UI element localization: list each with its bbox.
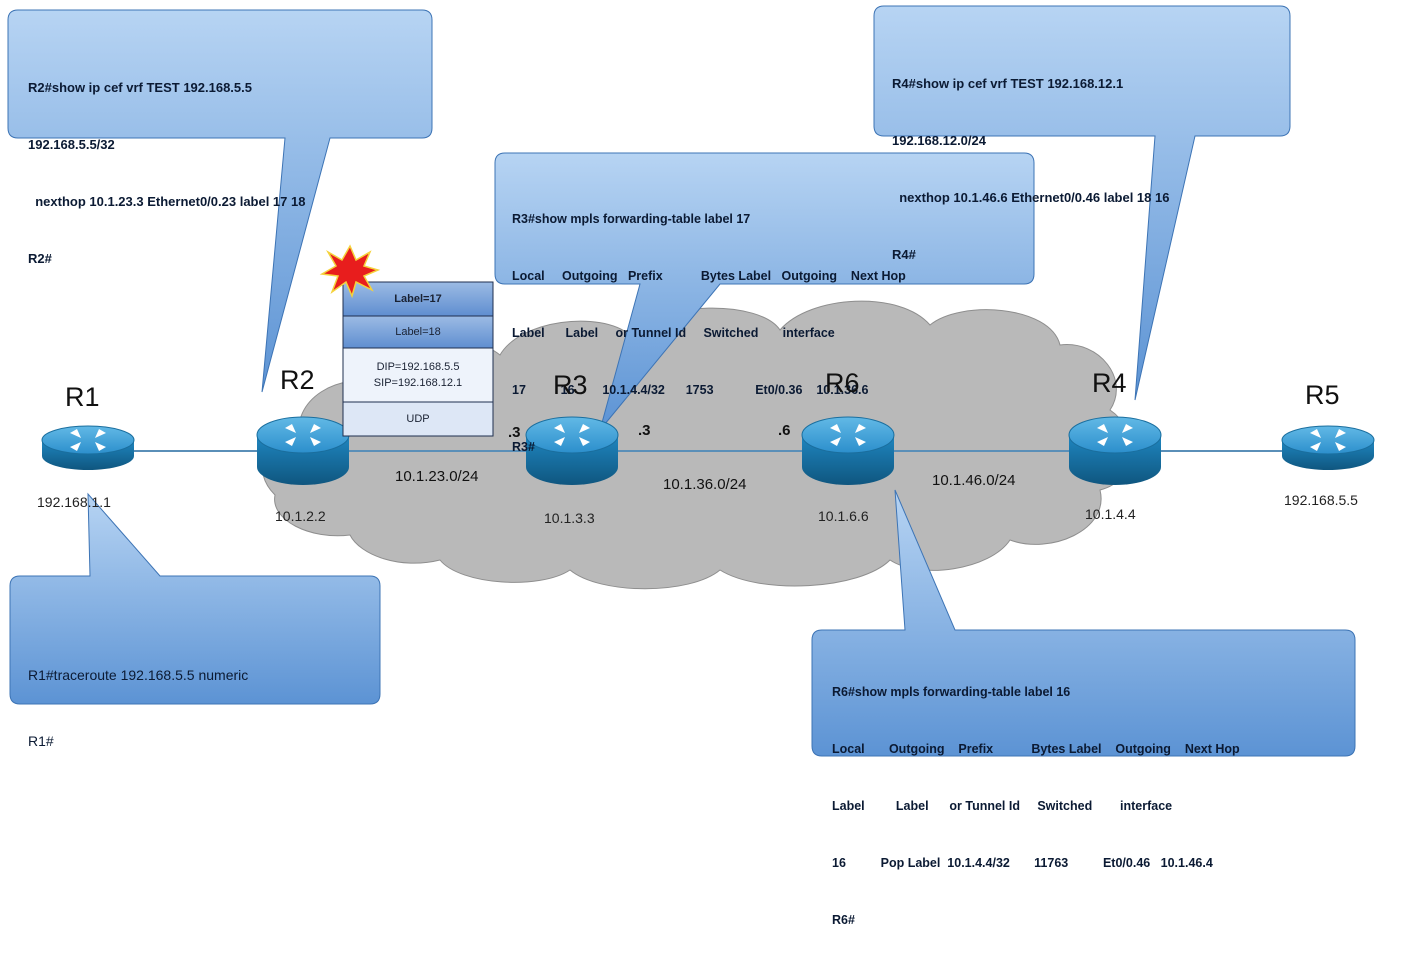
r6-callout-shape bbox=[811, 489, 1356, 757]
r1-callout-line: R1#traceroute 192.168.5.5 numeric bbox=[28, 667, 249, 683]
router-r4-ip: 10.1.4.4 bbox=[1085, 506, 1136, 522]
r2-callout-line: R2# bbox=[28, 251, 52, 266]
packet-dip: DIP=192.168.5.5 bbox=[376, 361, 460, 373]
r4-callout-line: R4# bbox=[892, 247, 916, 262]
router-r2-ip: 10.1.2.2 bbox=[275, 508, 326, 524]
diagram-svg bbox=[7, 5, 1375, 757]
r6-callout-line: R6#show mpls forwarding-table label 16 bbox=[832, 685, 1071, 699]
router-r1-name: R1 bbox=[65, 382, 100, 412]
packet-proto: UDP bbox=[406, 413, 430, 425]
router-r5-icon[interactable] bbox=[1281, 425, 1375, 470]
r1-callout-shape bbox=[9, 492, 381, 705]
explosion-icon bbox=[319, 244, 381, 299]
r3-callout-line: R3#show mpls forwarding-table label 17 bbox=[512, 212, 751, 226]
router-r1-icon[interactable] bbox=[41, 425, 135, 470]
r3-right-suffix: .3 bbox=[638, 422, 651, 439]
r6-callout-line: Local Outgoing Prefix Bytes Label Outgoi… bbox=[832, 742, 1240, 756]
r4-callout-line: nexthop 10.1.46.6 Ethernet0/0.46 label 1… bbox=[892, 190, 1170, 205]
router-r2-icon[interactable] bbox=[256, 416, 350, 485]
r3-callout-line: Label Label or Tunnel Id Switched interf… bbox=[512, 326, 835, 340]
link-r3-r6-subnet: 10.1.36.0/24 bbox=[663, 476, 747, 493]
r1-callout-text: R1#traceroute 192.168.5.5 numeric R1# bbox=[28, 620, 248, 796]
router-r6-ip: 10.1.6.6 bbox=[818, 508, 869, 524]
link-r2-r3-subnet: 10.1.23.0/24 bbox=[395, 468, 479, 485]
r4-callout-line: 192.168.12.0/24 bbox=[892, 133, 986, 148]
router-r5-name: R5 bbox=[1305, 380, 1340, 410]
r6-callout-line: R6# bbox=[832, 913, 855, 927]
r2-callout-line: nexthop 10.1.23.3 Ethernet0/0.23 label 1… bbox=[28, 194, 306, 209]
r2-callout-shape bbox=[7, 9, 433, 393]
r4-callout-shape bbox=[873, 5, 1291, 401]
router-r4-name: R4 bbox=[1092, 368, 1127, 398]
r2-callout-line: R2#show ip cef vrf TEST 192.168.5.5 bbox=[28, 80, 252, 95]
r3-left-suffix: .3 bbox=[508, 424, 521, 441]
link-r6-r4-subnet: 10.1.46.0/24 bbox=[932, 472, 1016, 489]
router-r1-ip: 192.168.1.1 bbox=[37, 494, 111, 510]
r3-callout-line: 17 16 10.1.4.4/32 1753 Et0/0.36 10.1.36.… bbox=[512, 383, 869, 397]
packet-sip: SIP=192.168.12.1 bbox=[373, 377, 463, 389]
r6-callout-text: R6#show mpls forwarding-table label 16 L… bbox=[832, 645, 1240, 968]
router-r2-name: R2 bbox=[280, 365, 315, 395]
router-r6-icon[interactable] bbox=[801, 416, 895, 485]
packet-label-inner: Label=18 bbox=[395, 326, 441, 338]
r3-callout-text: R3#show mpls forwarding-table label 17 L… bbox=[512, 172, 906, 495]
r6-left-suffix: .6 bbox=[778, 422, 791, 439]
r1-callout-line: R1# bbox=[28, 733, 54, 749]
r2-callout-line: 192.168.5.5/32 bbox=[28, 137, 115, 152]
r3-callout-shape bbox=[494, 152, 1035, 431]
r4-callout-text: R4#show ip cef vrf TEST 192.168.12.1 192… bbox=[892, 36, 1169, 302]
r3-callout-line: R3# bbox=[512, 440, 535, 454]
r6-callout-line: 16 Pop Label 10.1.4.4/32 11763 Et0/0.46 … bbox=[832, 856, 1213, 870]
router-r3-ip: 10.1.3.3 bbox=[544, 510, 595, 526]
router-r4-icon[interactable] bbox=[1068, 416, 1162, 485]
r4-callout-line: R4#show ip cef vrf TEST 192.168.12.1 bbox=[892, 76, 1124, 91]
router-r6-name: R6 bbox=[825, 368, 860, 398]
router-r3-name: R3 bbox=[553, 370, 588, 400]
packet-label-top: Label=17 bbox=[394, 293, 442, 305]
r3-callout-line: Local Outgoing Prefix Bytes Label Outgoi… bbox=[512, 269, 906, 283]
router-r5-ip: 192.168.5.5 bbox=[1284, 492, 1358, 508]
r2-callout-text: R2#show ip cef vrf TEST 192.168.5.5 192.… bbox=[28, 40, 305, 306]
diagram-canvas: R2#show ip cef vrf TEST 192.168.5.5 192.… bbox=[7, 5, 1375, 927]
r6-callout-line: Label Label or Tunnel Id Switched interf… bbox=[832, 799, 1173, 813]
router-r3-icon[interactable] bbox=[525, 416, 619, 485]
